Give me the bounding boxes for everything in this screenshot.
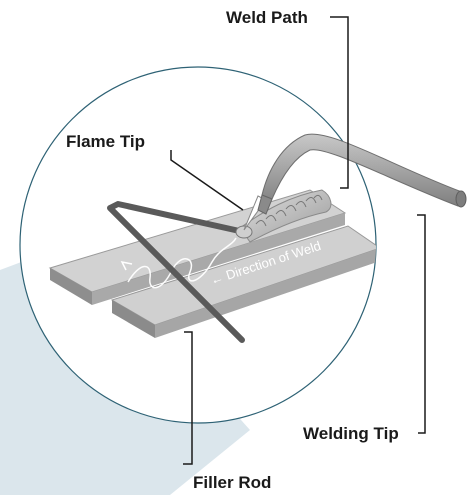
filler-rod-label: Filler Rod <box>193 473 272 492</box>
flame-tip-label: Flame Tip <box>66 132 146 151</box>
flame-tip-leader <box>170 150 244 211</box>
weld-path-label: Weld Path <box>226 8 308 27</box>
welding-torch <box>257 133 467 215</box>
weld-bead <box>239 189 332 243</box>
magnified-view: ← Direction of Weld <box>48 189 376 343</box>
weld-path-swirl <box>127 237 237 289</box>
filler-rod-leader <box>183 331 193 465</box>
filler-rod <box>107 201 247 343</box>
leader-lines <box>170 16 426 465</box>
swirl-arrow-icon <box>120 260 133 271</box>
molten-pool <box>235 225 253 239</box>
welding-tip-leader <box>417 214 426 434</box>
welding-tip-label: Welding Tip <box>303 424 399 443</box>
front-plate <box>110 225 376 338</box>
weld-path-leader <box>330 16 349 189</box>
